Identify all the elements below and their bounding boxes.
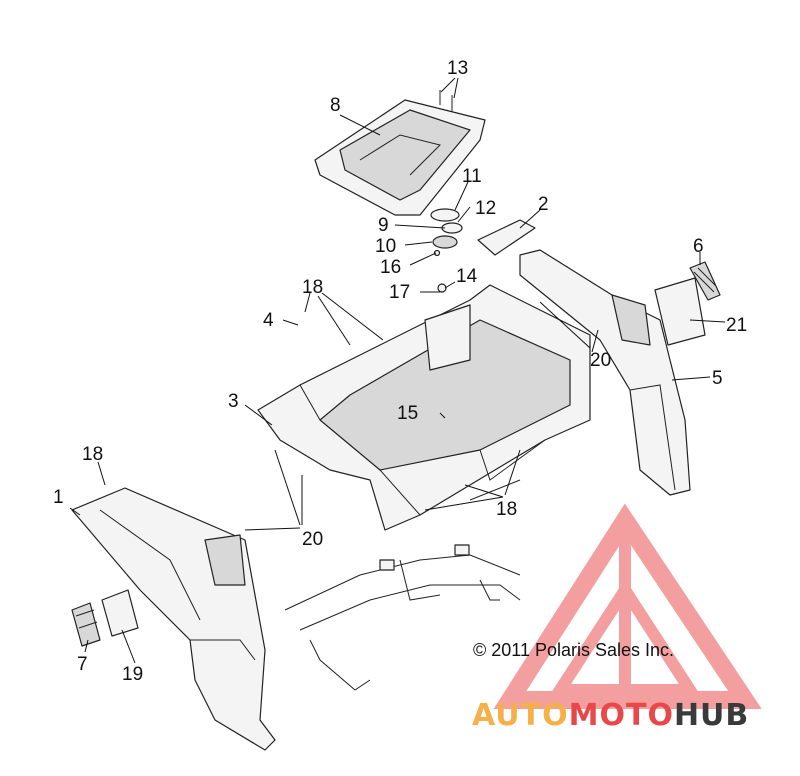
callout-21: 21 bbox=[726, 315, 747, 336]
callout-4: 4 bbox=[263, 310, 274, 331]
part-3-cargo-box bbox=[257, 284, 591, 531]
watermark-text: AUTOMOTOHUB bbox=[472, 698, 749, 733]
part-21-right-pad bbox=[654, 277, 706, 346]
part-19-left-pad bbox=[101, 589, 139, 637]
part-2-bracket bbox=[477, 219, 536, 256]
frame-subassembly bbox=[284, 544, 521, 691]
part-5-right-panel bbox=[519, 249, 691, 496]
watermark-hub: HUB bbox=[674, 698, 749, 733]
callout-17: 17 bbox=[389, 282, 410, 303]
callout-8: 8 bbox=[330, 95, 341, 116]
callout-9: 9 bbox=[378, 215, 389, 236]
callout-14: 14 bbox=[456, 266, 478, 287]
callout-13: 13 bbox=[447, 58, 468, 79]
part-8-cover-panel bbox=[314, 99, 486, 216]
callout-18-bottom: 18 bbox=[496, 499, 517, 520]
leader-lines bbox=[69, 77, 726, 664]
callout-18-top: 18 bbox=[302, 277, 323, 298]
part-13-screws bbox=[439, 90, 453, 112]
callout-5: 5 bbox=[712, 368, 723, 389]
part-7-left-grille bbox=[71, 602, 101, 647]
callout-18-left: 18 bbox=[82, 444, 103, 465]
callout-2: 2 bbox=[538, 194, 549, 215]
part-6-right-grille bbox=[689, 261, 721, 301]
watermark-moto: MOTO bbox=[569, 698, 674, 733]
callout-7: 7 bbox=[77, 654, 88, 675]
part-9-12-latch-hardware bbox=[430, 208, 463, 293]
callout-20-right: 20 bbox=[590, 350, 611, 371]
callout-16: 16 bbox=[380, 257, 401, 278]
callout-3: 3 bbox=[228, 391, 239, 412]
callout-6: 6 bbox=[693, 236, 704, 257]
callout-labels: 1 2 3 4 5 6 7 8 9 10 11 12 13 14 15 16 1… bbox=[53, 58, 747, 685]
callout-20-left: 20 bbox=[302, 529, 323, 550]
callout-12: 12 bbox=[475, 198, 496, 219]
part-1-left-panel bbox=[71, 487, 276, 751]
callout-1: 1 bbox=[53, 487, 64, 508]
callout-19: 19 bbox=[122, 664, 143, 685]
watermark-auto: AUTO bbox=[472, 698, 569, 733]
callout-11: 11 bbox=[462, 166, 482, 187]
callout-10: 10 bbox=[375, 236, 396, 257]
copyright-notice: © 2011 Polaris Sales Inc. bbox=[473, 640, 674, 660]
callout-15: 15 bbox=[397, 403, 418, 424]
watermark-logo-icon bbox=[493, 503, 762, 709]
